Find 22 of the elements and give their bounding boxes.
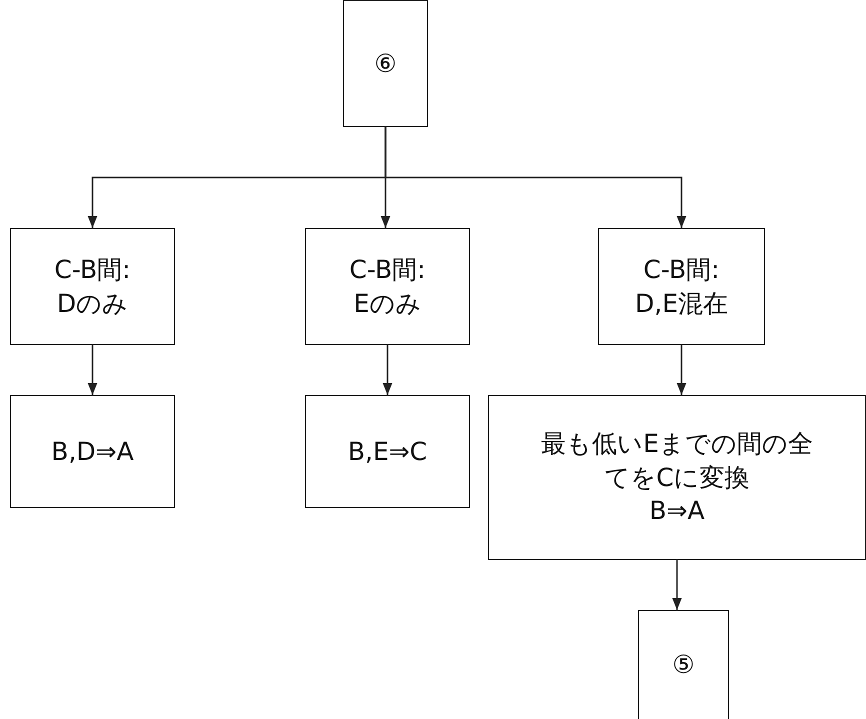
arrow [672, 560, 682, 610]
process-box [305, 228, 470, 345]
process-box [638, 610, 729, 719]
process-box [598, 228, 765, 345]
box-text: ⑤ [672, 649, 695, 682]
arrow [382, 345, 392, 395]
box-text: B⇒A [649, 495, 705, 528]
process-box [10, 395, 175, 508]
process-box [305, 395, 470, 508]
process-box [488, 395, 866, 560]
box-text: C-B間: Dのみ [53, 254, 132, 320]
box-text: 最も低いEまでの間の全てをCに変換 [540, 428, 814, 494]
process-box [10, 228, 175, 345]
box-text: ⑥ [374, 48, 397, 80]
box-text: C-B間: Eのみ [348, 254, 427, 320]
arrow [384, 127, 686, 228]
process-box [343, 0, 428, 127]
arrow [88, 345, 98, 395]
box-text: B,D⇒A [51, 436, 134, 468]
box-text: B,E⇒C [348, 436, 428, 468]
box-text: C-B間: D,E混在 [634, 254, 729, 320]
arrow [676, 345, 686, 395]
